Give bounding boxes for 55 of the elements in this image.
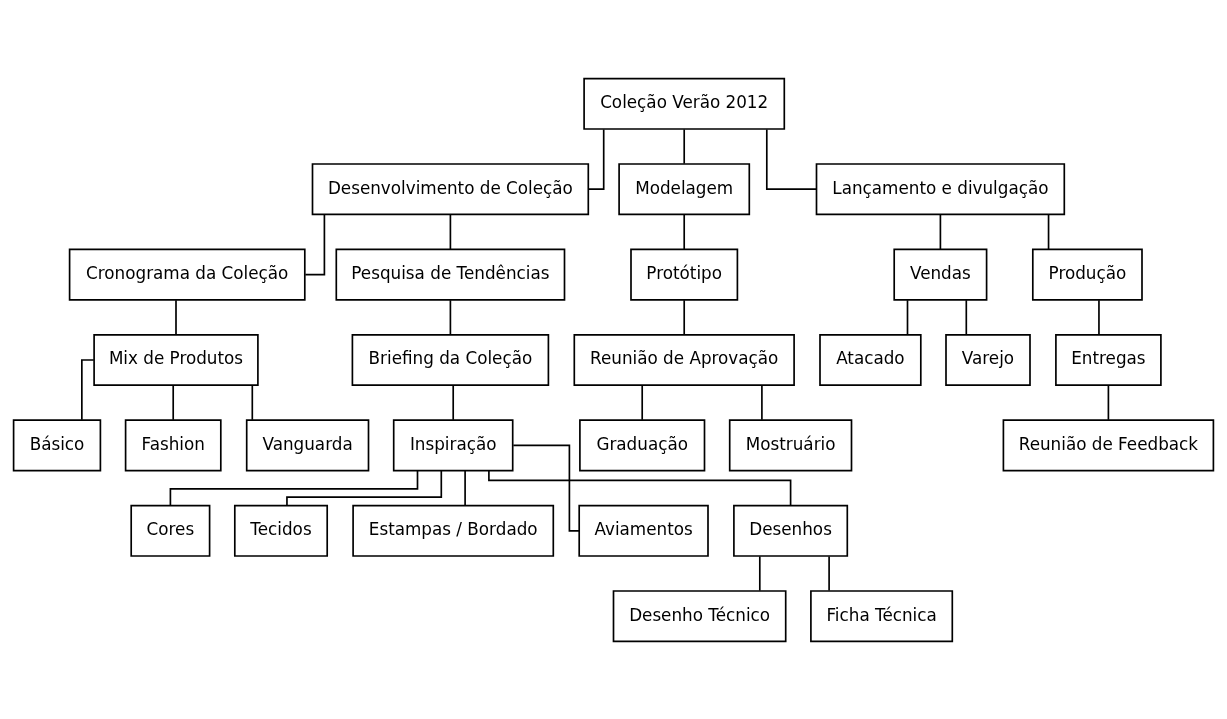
node-box: Inspiração [392,418,514,471]
connector [251,384,254,421]
node-box: Coleção Verão 2012 [583,77,786,130]
node-box: Protótipo [630,248,739,301]
connector [304,213,326,275]
node-box: Modelagem [618,162,751,215]
node-box: Mostruário [728,418,853,471]
connector [683,213,686,250]
node-box: Reunião de Feedback [1002,418,1215,471]
node-box: Lançamento e divulgação [815,162,1066,215]
node-box: Pesquisa de Tendências [335,248,566,301]
connector [641,384,644,421]
connector [965,298,968,335]
node-box: Desenvolvimento de Coleção [311,162,590,215]
connector [761,384,763,421]
connector [1047,213,1050,250]
node-box: Entregas [1055,333,1162,386]
connector [286,469,443,506]
node-box: Briefing da Coleção [351,333,550,386]
connector [1107,384,1110,421]
connector [939,213,942,250]
node-box: Atacado [819,333,922,386]
node-box: Graduação [579,418,706,471]
node-box: Fashion [124,418,222,471]
connector [172,384,175,421]
node-box: Varejo [945,333,1031,386]
node-box: Básico [12,418,102,471]
connector [683,298,686,335]
connector [765,128,817,190]
connector [175,298,177,335]
connector [81,358,95,421]
node-box: Vanguarda [245,418,370,471]
node-box: Cores [130,504,211,557]
node-box: Desenhos [733,504,849,557]
node-box: Tecidos [233,504,329,557]
connector [683,128,686,164]
connector [512,444,580,532]
connector [1098,298,1100,335]
connector [906,298,909,335]
node-box: Estampas / Bordado [352,504,555,557]
node-box: Reunião de Aprovação [573,333,795,386]
node-box: Ficha Técnica [810,589,954,642]
node-box: Desenho Técnico [612,589,787,642]
connector [452,384,455,421]
connector [758,555,761,591]
node-box: Aviamentos [578,504,709,557]
connector [828,555,830,591]
node-box: Mix de Produtos [93,333,259,386]
connector [464,469,466,506]
connector [449,213,452,250]
node-box: Produção [1031,248,1143,301]
node-box: Cronograma da Coleção [68,248,306,301]
node-box: Vendas [893,248,988,301]
connector [449,298,452,335]
connector [488,469,792,506]
